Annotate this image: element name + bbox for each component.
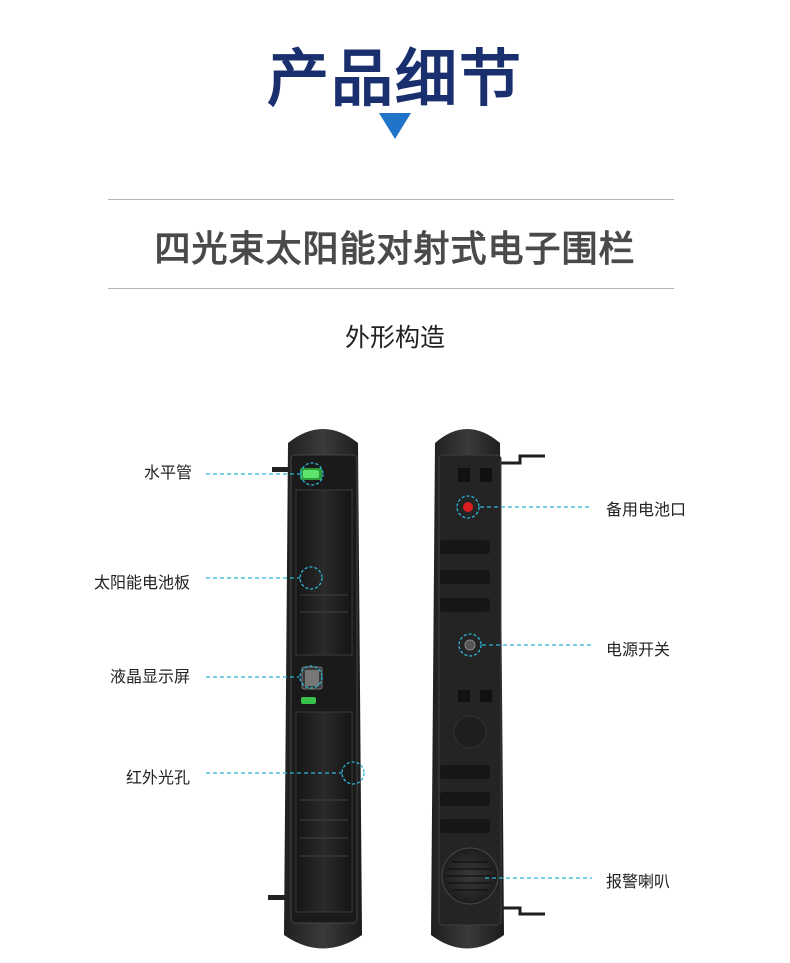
product-name: 四光束太阳能对射式电子围栏 [154,229,636,270]
front-bracket-top [272,467,292,472]
front-callouts [206,462,365,785]
divider-bottom [108,288,674,289]
page-title: 产品细节 [266,42,523,115]
callout-power-switch: 电源开关 [606,640,671,659]
back-callouts [456,495,592,879]
battery-port [463,502,473,512]
solar-panel-lower [295,711,353,913]
front-bracket-bottom [268,895,290,900]
divider-top [108,199,674,200]
callout-alarm-speaker: 报警喇叭 [606,872,671,891]
solar-panel-upper [295,489,353,656]
callout-level-tube: 水平管 [144,463,193,482]
callout-backup-battery: 备用电池口 [606,500,687,519]
indicator-light [301,697,316,704]
callout-solar-panel: 太阳能电池板 [94,573,191,592]
callout-lcd-display: 液晶显示屏 [110,667,191,686]
back-device [431,429,545,949]
callout-ir-aperture: 红外光孔 [126,768,191,787]
section-title: 外形构造 [344,323,445,352]
ir-emitters-lower [440,765,490,833]
down-triangle-icon [379,113,411,139]
front-device [268,429,362,949]
power-switch [464,639,476,651]
ir-emitters-upper [440,540,490,612]
